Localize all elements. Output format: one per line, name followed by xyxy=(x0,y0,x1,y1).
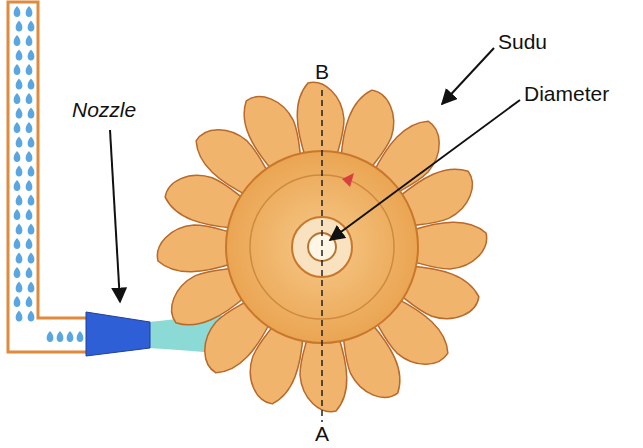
water-drop xyxy=(28,50,35,61)
water-drop xyxy=(26,6,33,17)
water-drop xyxy=(28,282,35,293)
water-drop xyxy=(28,166,35,177)
water-drop xyxy=(47,331,54,342)
water-drop xyxy=(16,137,23,148)
water-drop xyxy=(28,79,35,90)
hub xyxy=(292,217,352,277)
wheel-ring xyxy=(250,175,394,319)
water-drop xyxy=(77,331,84,342)
part-label: Sudu xyxy=(498,30,547,53)
water-drop xyxy=(28,195,35,206)
water-drop xyxy=(16,282,23,293)
water-drop xyxy=(26,209,33,220)
water-drop xyxy=(14,6,21,17)
water-drop xyxy=(28,311,35,322)
water-drop xyxy=(26,122,33,133)
water-drop xyxy=(26,151,33,162)
bucket xyxy=(157,225,234,272)
bucket xyxy=(410,222,487,269)
water-pipe xyxy=(8,2,88,352)
water-drop xyxy=(26,238,33,249)
water-drop xyxy=(16,21,23,32)
water-drop xyxy=(28,224,35,235)
water-drop xyxy=(28,108,35,119)
water-drop xyxy=(26,180,33,191)
water-drop xyxy=(14,209,21,220)
water-drop xyxy=(14,238,21,249)
water-drop xyxy=(14,151,21,162)
axis-end-label: A xyxy=(315,422,329,445)
water-drop xyxy=(26,267,33,278)
axis-end-label: B xyxy=(315,60,329,83)
water-drop xyxy=(14,93,21,104)
water-drop xyxy=(16,166,23,177)
leader-arrow xyxy=(442,48,494,104)
water-drop xyxy=(67,331,74,342)
water-drop xyxy=(16,253,23,264)
leader-arrow xyxy=(330,100,520,240)
water-drop xyxy=(26,64,33,75)
bucket xyxy=(300,335,347,412)
water-drop xyxy=(16,50,23,61)
water-drop xyxy=(28,21,35,32)
bucket xyxy=(297,82,344,159)
water-drop xyxy=(14,64,21,75)
axis-line xyxy=(321,90,323,422)
water-drop xyxy=(26,296,33,307)
water-drop xyxy=(16,79,23,90)
water-drop xyxy=(14,122,21,133)
water-drop xyxy=(14,296,21,307)
water-drop xyxy=(28,253,35,264)
water-drop xyxy=(14,267,21,278)
part-label: Nozzle xyxy=(72,98,136,121)
water-drop xyxy=(16,195,23,206)
water-drop xyxy=(16,311,23,322)
water-drops xyxy=(14,6,84,342)
water-drop xyxy=(14,180,21,191)
water-drop xyxy=(26,35,33,46)
water-drop xyxy=(57,331,64,342)
nozzle-body xyxy=(86,312,150,356)
hub-mark xyxy=(342,173,354,187)
water-drop xyxy=(28,137,35,148)
shaft xyxy=(308,233,336,261)
leader-arrow xyxy=(110,130,120,302)
water-drop xyxy=(14,35,21,46)
water-drop xyxy=(26,93,33,104)
part-label: Diameter xyxy=(524,82,609,105)
water-drop xyxy=(16,224,23,235)
water-drop xyxy=(16,108,23,119)
